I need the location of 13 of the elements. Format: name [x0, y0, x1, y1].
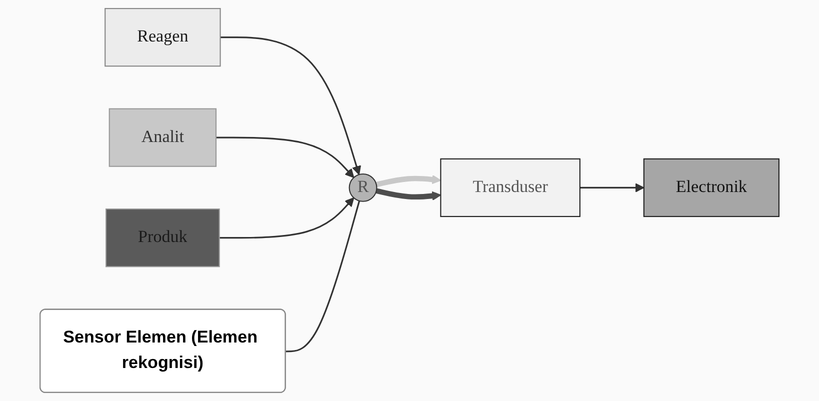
- arrow: [220, 36, 362, 176]
- arrow: [219, 197, 354, 239]
- arrow: [376, 174, 442, 188]
- node-box: Reagen: [104, 8, 221, 67]
- connector: [286, 200, 360, 352]
- node-box: Transduser: [440, 158, 580, 218]
- node-box: Analit: [108, 108, 217, 167]
- node-box: Produk: [106, 208, 220, 268]
- node-box: Electronik: [643, 158, 780, 218]
- node-circle: R: [348, 173, 378, 202]
- arrow: [376, 188, 442, 201]
- arrow: [580, 183, 644, 192]
- arrow: [216, 136, 354, 178]
